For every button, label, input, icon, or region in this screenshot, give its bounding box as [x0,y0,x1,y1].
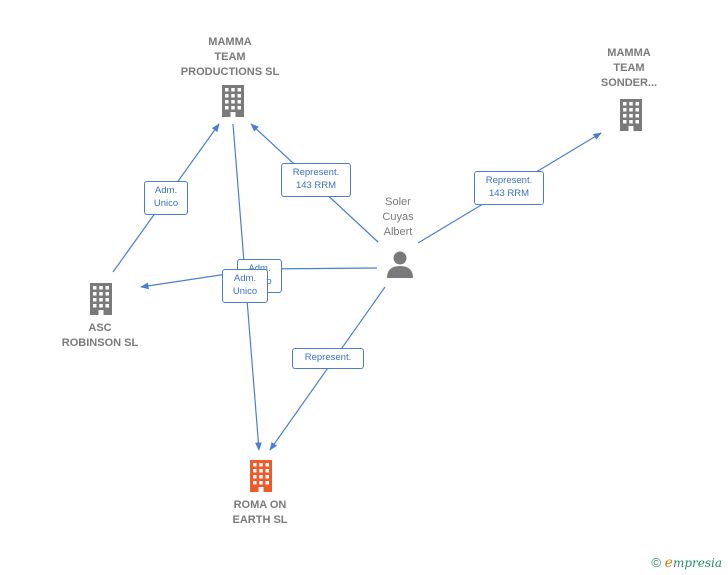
label-line: PRODUCTIONS SL [180,66,280,78]
edge-label-line: Adm. [241,262,278,275]
label-line: SONDER... [600,77,658,89]
label-line: ASC [88,322,112,334]
edge-label-line: 143 RRM [295,180,337,191]
edge-label-represent-productions[interactable]: Represent. 143 RRM [281,163,351,197]
building-icon [90,283,112,315]
copyright-icon: © [651,555,662,570]
edge-label-line: Represent. [292,167,340,178]
brand-logo-e: e [664,555,673,571]
company-node-mamma-team-productions[interactable] [222,85,244,117]
edge-label-represent-sonder[interactable]: Represent. 143 RRM [474,171,544,205]
edge-label-line: Unico [232,286,258,297]
edge-label-line: Adm. [154,185,178,196]
edge-label-adm-unico-asc[interactable]: Adm. Unico [144,181,188,215]
person-icon [387,251,413,278]
label-line: ROMA ON [233,499,287,511]
footer-brand[interactable]: © empresia [651,555,722,571]
company-node-mamma-team-sonder[interactable] [620,99,642,131]
label-line: Albert [383,226,413,238]
label-line: Soler [385,196,411,208]
building-icon [222,85,244,117]
building-icon [620,99,642,131]
edge-label-line: Represent. [304,352,352,363]
edge-label-line: Represent. [485,175,533,186]
company-node-roma-on-earth[interactable] [250,460,272,492]
brand-name: mpresia [672,556,722,570]
person-node[interactable] [387,251,413,279]
label-line: EARTH SL [232,514,288,526]
company-label-mamma-team-productions[interactable]: MAMMA TEAM PRODUCTIONS SL [170,35,290,80]
label-line: ROBINSON SL [61,337,139,349]
edge-label-line: Unico [153,198,179,209]
company-label-asc-robinson[interactable]: ASC ROBINSON SL [50,321,150,351]
edge-label-adm-unico-front[interactable]: Adm. Unico [222,269,268,303]
label-line: Cuyas [382,211,414,223]
company-label-mamma-team-sonder[interactable]: MAMMA TEAM SONDER... [579,46,679,91]
edge-label-line: Adm. [233,273,257,284]
label-line: TEAM [214,51,246,63]
person-label[interactable]: Soler Cuyas Albert [368,195,428,240]
company-node-asc-robinson[interactable] [90,283,112,315]
company-label-roma-on-earth[interactable]: ROMA ON EARTH SL [210,498,310,528]
label-line: TEAM [613,62,645,74]
building-icon [250,460,272,492]
edge-label-line: 143 RRM [488,188,530,199]
label-line: MAMMA [208,36,252,48]
label-line: MAMMA [607,47,651,59]
edge-label-represent-roma[interactable]: Represent. [292,348,364,369]
